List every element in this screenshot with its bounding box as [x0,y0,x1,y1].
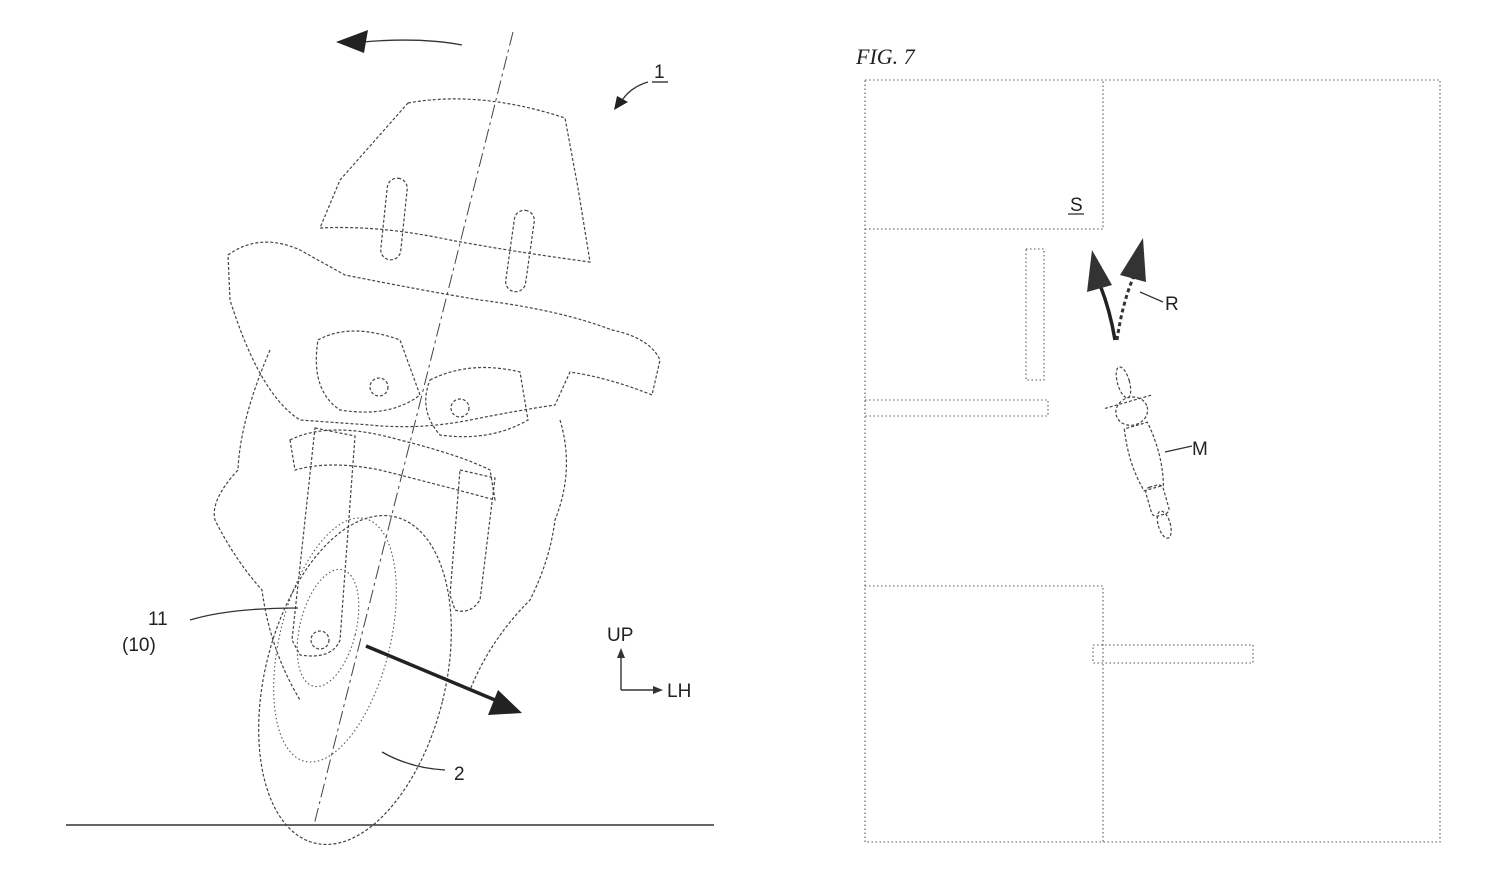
ref-2-leader [381,751,446,771]
route-arrow-curved [1115,238,1146,341]
force-arrow [365,644,522,715]
motorcycle-front-view [66,30,714,846]
screen-slot-right [505,209,535,293]
lean-axis-line [313,31,514,826]
intersection-plan-view [864,79,1441,843]
motorcycle-top-view [1104,366,1172,539]
road-barrier-horizontal [864,399,1049,417]
axis-up-label: UP [607,625,633,646]
ref-r-leader [1139,291,1164,303]
fender-top [289,429,496,501]
headlight-housing-left [315,330,421,413]
orientation-axes [617,648,663,694]
ref-m-leader [1164,445,1193,453]
label-s: S [1070,195,1083,216]
windscreen [319,98,591,263]
ref-2-label: 2 [454,764,465,785]
fork-leg-left [291,427,356,657]
label-m: M [1192,439,1208,460]
ref-11-label: 11 [148,609,168,630]
map-boundary [864,79,1441,843]
label-r: R [1165,294,1179,315]
front-fairing [227,241,661,428]
headlight-housing-right [425,366,529,438]
wheel-hub [310,630,330,650]
fork-leg-right [449,469,496,612]
front-wheel-rim [273,517,397,763]
figure-title: FIG. 7 [855,44,916,69]
side-panel-left [213,349,301,701]
screen-slot-left [380,177,408,261]
front-wheel-disc [296,568,360,688]
road-barrier-lower [1092,644,1254,664]
headlight-left [369,377,389,397]
side-panel-right [469,419,568,691]
headlight-right [450,398,470,418]
block-s [865,80,1104,230]
lean-direction-arrow [336,30,463,53]
route-arrow-straight [1087,250,1117,341]
block-lower-left [865,585,1104,842]
ref-1-label: 1 [654,62,665,83]
front-tire-outer [258,514,452,846]
road-barrier-vertical [1025,248,1045,381]
ref-10-label: (10) [122,635,156,656]
ref-11-leader [189,607,299,621]
axis-lh-label: LH [667,681,691,702]
